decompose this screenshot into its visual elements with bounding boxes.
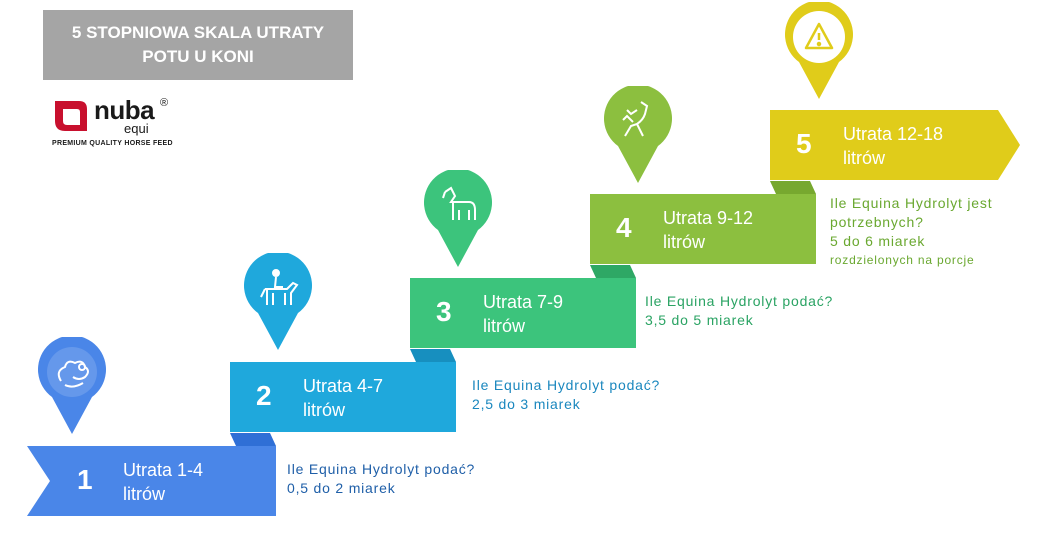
logo-brand: nuba <box>94 95 155 125</box>
step-1-note-answer: 0,5 do 2 miarek <box>287 480 396 496</box>
step-3-fold <box>590 265 636 278</box>
step-1-note: Ile Equina Hydrolyt podać? 0,5 do 2 miar… <box>287 460 475 498</box>
sweat-drops-icon <box>57 360 89 388</box>
rearing-horse-icon <box>622 101 649 137</box>
logo: nuba ® equi PREMIUM QUALITY HORSE FEED <box>50 95 190 155</box>
horse-rider-icon <box>260 269 299 305</box>
step-3-label: Utrata 7-9 litrów <box>483 292 564 336</box>
step-4-note: Ile Equina Hydrolyt jest potrzebnych? 5 … <box>830 194 1030 270</box>
step-5-number: 5 <box>796 128 812 159</box>
pin-step-4 <box>604 86 672 183</box>
step-4-note-extra: rozdzielonych na porcje <box>830 253 975 267</box>
logo-tagline: PREMIUM QUALITY HORSE FEED <box>52 140 173 147</box>
step-1-fold <box>230 433 276 446</box>
pin-step-3 <box>424 170 492 267</box>
step-5-bar <box>770 110 1020 180</box>
step-4-number: 4 <box>616 212 632 243</box>
page-title-text: 5 STOPNIOWA SKALA UTRATY POTU U KONI <box>71 23 325 66</box>
step-2-label: Utrata 4-7 litrów <box>303 376 384 420</box>
step-2-note-answer: 2,5 do 3 miarek <box>472 396 581 412</box>
step-1-label: Utrata 1-4 litrów <box>123 460 204 504</box>
step-2-note: Ile Equina Hydrolyt podać? 2,5 do 3 miar… <box>472 376 660 414</box>
page-title: 5 STOPNIOWA SKALA UTRATY POTU U KONI <box>43 10 353 80</box>
walking-horse-icon <box>442 186 476 220</box>
step-1-note-question: Ile Equina Hydrolyt podać? <box>287 461 476 477</box>
step-3-note-question: Ile Equina Hydrolyt podać? <box>645 293 834 309</box>
warning-icon <box>804 22 834 50</box>
step-2-fold <box>410 349 456 362</box>
step-4-note-question: Ile Equina Hydrolyt jest potrzebnych? <box>830 195 993 230</box>
step-3-bar <box>410 278 636 348</box>
step-2-bar <box>230 362 456 432</box>
step-3-note-answer: 3,5 do 5 miarek <box>645 312 754 328</box>
step-1-bar <box>27 446 276 516</box>
step-5-label: Utrata 12-18 litrów <box>843 124 944 168</box>
step-3-note: Ile Equina Hydrolyt podać? 3,5 do 5 miar… <box>645 292 833 330</box>
step-2-number: 2 <box>256 380 272 411</box>
step-2-note-question: Ile Equina Hydrolyt podać? <box>472 377 661 393</box>
step-4-bar <box>590 194 816 264</box>
logo-mark-icon <box>55 101 87 131</box>
step-4-note-answer: 5 do 6 miarek <box>830 233 926 249</box>
logo-registered: ® <box>160 97 169 109</box>
step-4-fold <box>770 181 816 194</box>
pin-step-5 <box>785 2 853 99</box>
pin-step-1 <box>38 337 106 434</box>
logo-sub: equi <box>124 121 149 136</box>
step-4-label: Utrata 9-12 litrów <box>663 208 754 252</box>
step-1-number: 1 <box>77 464 93 495</box>
pin-step-2 <box>244 253 312 350</box>
step-3-number: 3 <box>436 296 452 327</box>
